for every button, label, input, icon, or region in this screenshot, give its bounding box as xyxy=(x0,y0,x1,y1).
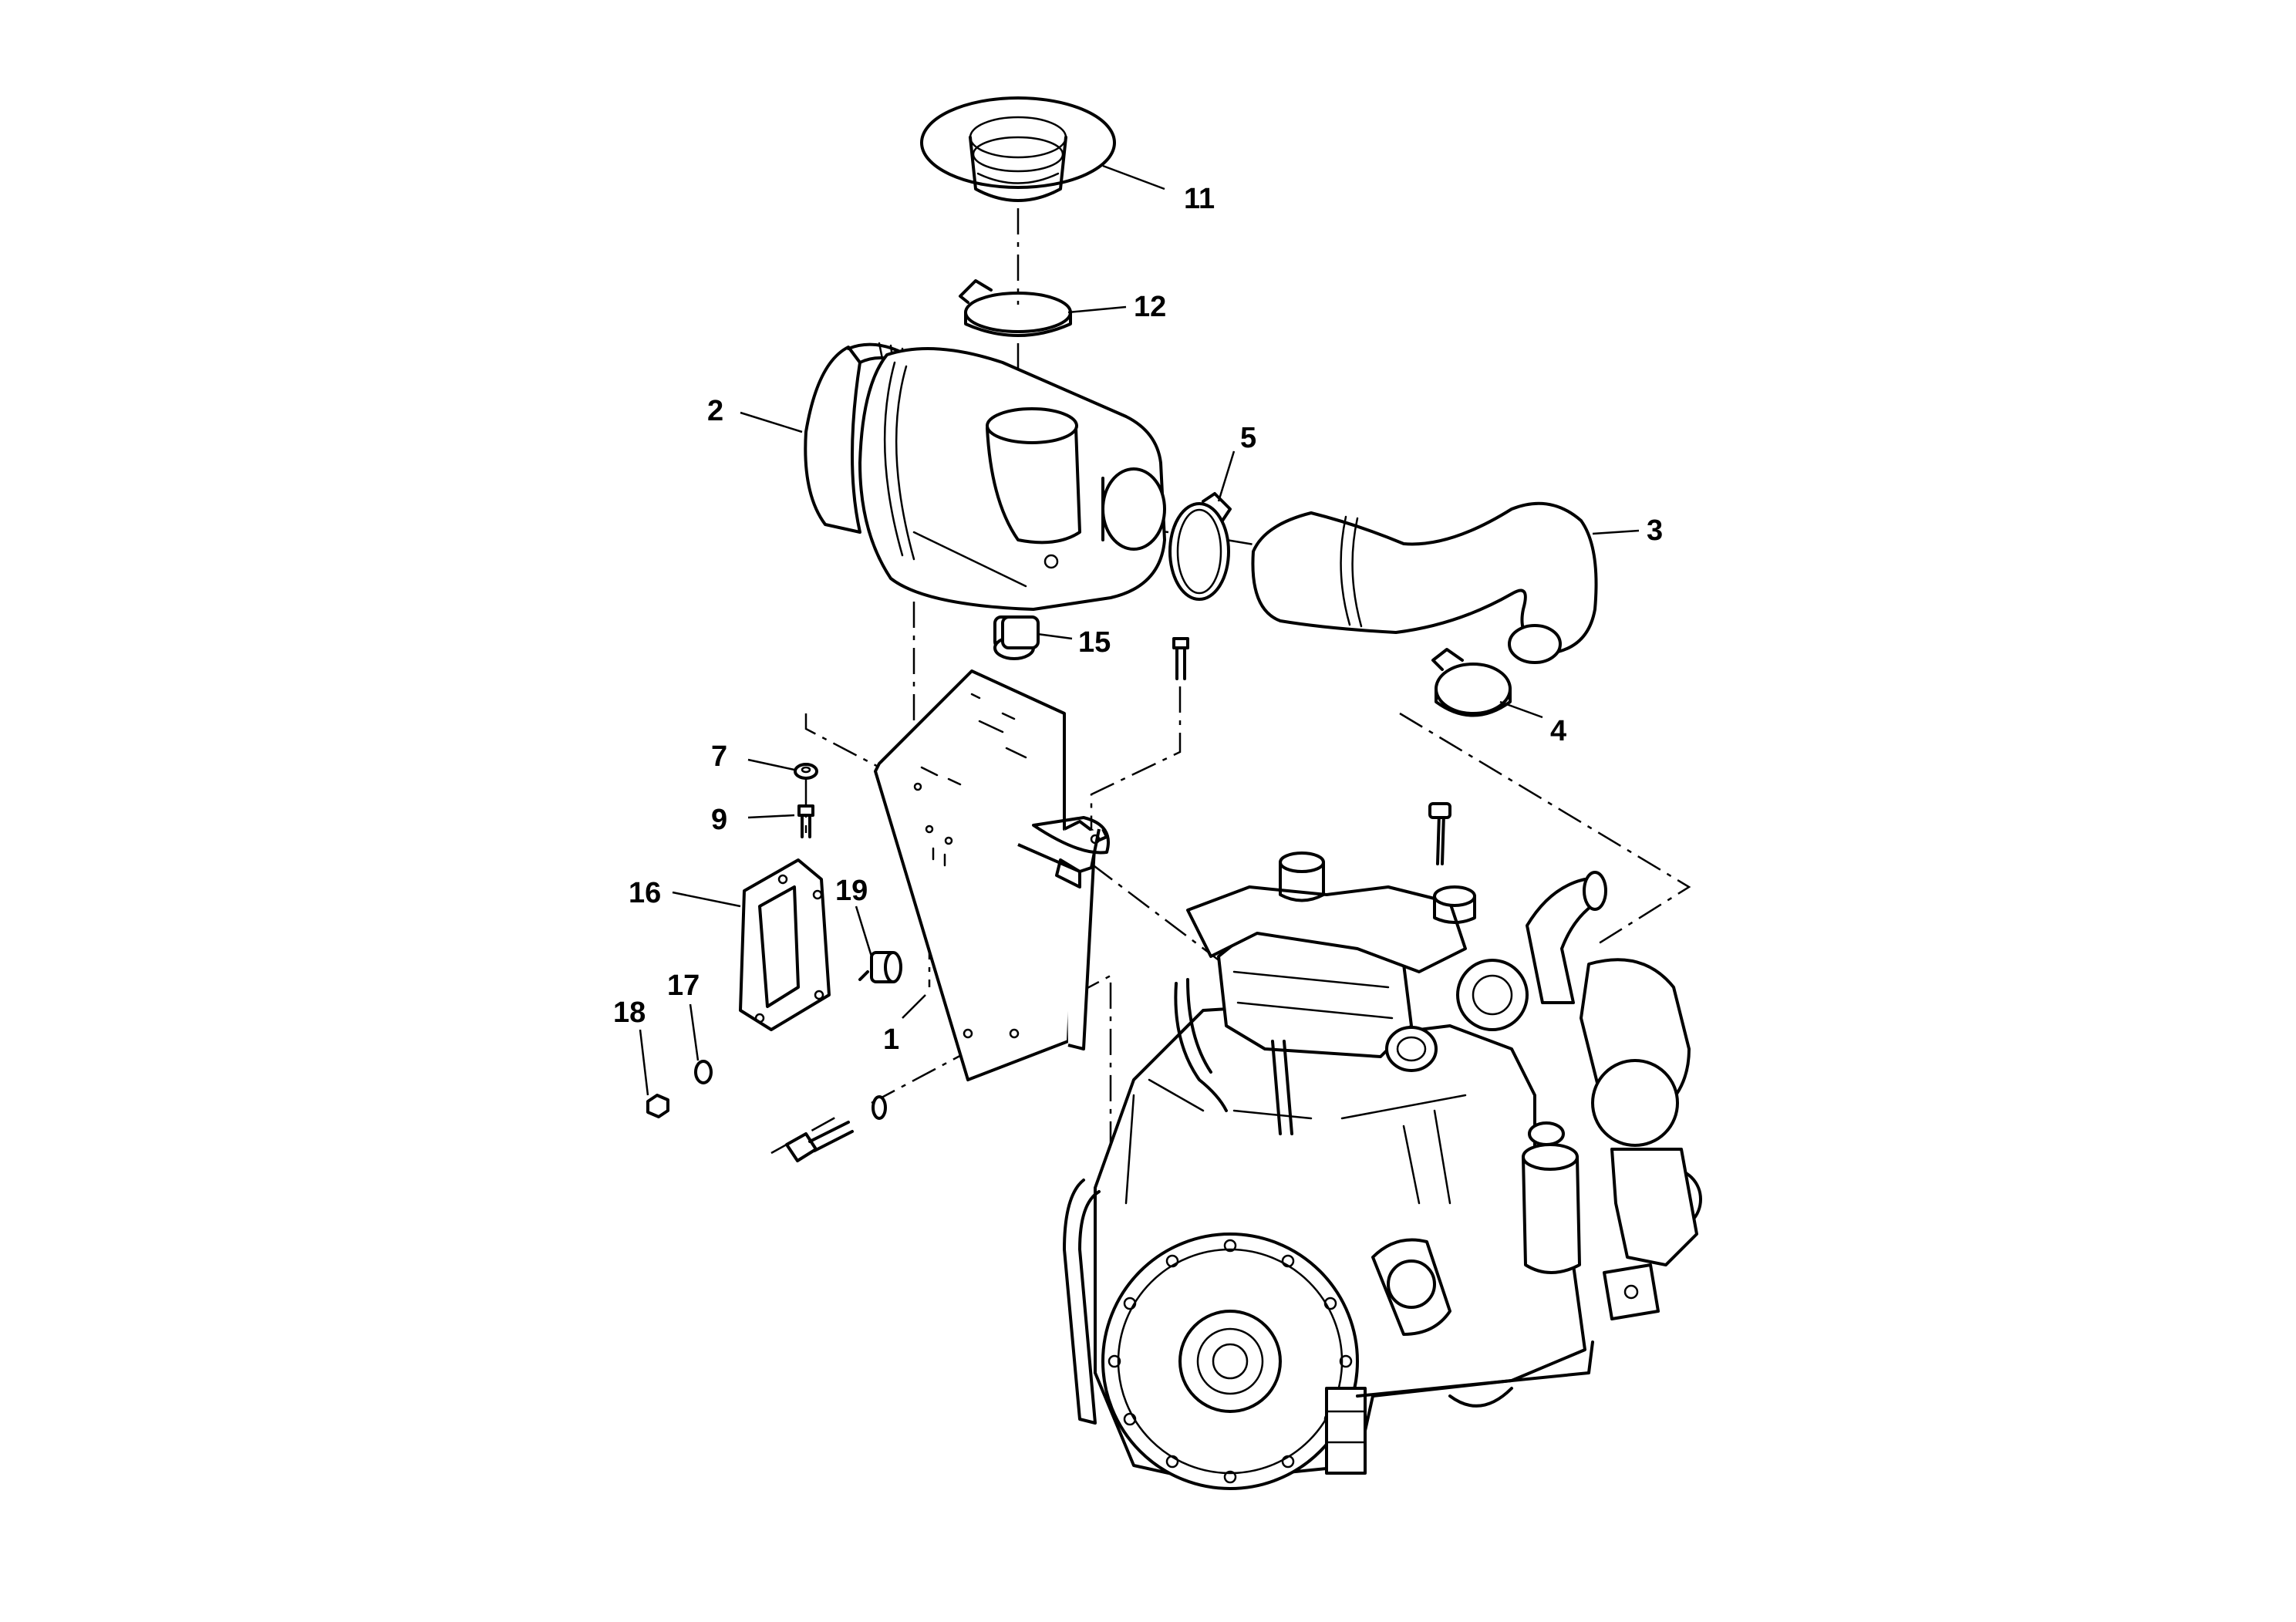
leader-1 xyxy=(902,994,926,1019)
callout-5: 5 xyxy=(1240,422,1256,454)
leader-12 xyxy=(1067,305,1127,314)
bolt-9 xyxy=(797,804,814,838)
air-cleaner-housing xyxy=(804,342,1166,660)
callout-labels: 11 12 2 5 3 4 15 7 9 16 19 1 17 18 xyxy=(613,183,1663,1056)
drain-valve xyxy=(1001,615,1040,649)
leader-16 xyxy=(672,891,741,908)
callout-4: 4 xyxy=(1550,715,1566,747)
leader-15 xyxy=(1037,632,1073,640)
top-hose-clamp xyxy=(959,279,1072,337)
intake-cap xyxy=(920,96,1116,202)
hose-end-clamp xyxy=(1431,648,1512,717)
gasket-plate xyxy=(739,858,831,1031)
rubber-spacer xyxy=(858,951,902,983)
callout-3: 3 xyxy=(1647,514,1663,547)
callout-12: 12 xyxy=(1134,291,1166,323)
callout-2: 2 xyxy=(707,395,723,427)
leader-18 xyxy=(639,1029,649,1096)
callout-7: 7 xyxy=(711,740,727,773)
leader-17 xyxy=(689,1003,700,1061)
callout-18: 18 xyxy=(613,996,646,1029)
leader-2 xyxy=(740,411,803,433)
washer-17 xyxy=(694,1060,713,1084)
leader-4 xyxy=(1499,700,1543,719)
leader-9 xyxy=(747,814,795,819)
housing-outlet-clamp xyxy=(1168,492,1232,601)
leader-3 xyxy=(1592,529,1640,535)
flywheel-bolts xyxy=(1108,1239,1353,1484)
leader-7 xyxy=(747,758,795,771)
bracket-screw xyxy=(1172,637,1189,680)
callout-leaders xyxy=(639,164,1640,1096)
callout-19: 19 xyxy=(835,875,868,907)
callout-9: 9 xyxy=(711,804,727,836)
leader-5 xyxy=(1217,450,1236,502)
callout-1: 1 xyxy=(883,1023,899,1056)
intake-hose xyxy=(1251,501,1598,664)
callout-16: 16 xyxy=(629,877,661,909)
callout-15: 15 xyxy=(1078,626,1111,659)
callout-17: 17 xyxy=(667,969,700,1002)
callout-11: 11 xyxy=(1184,183,1215,215)
lower-bolt xyxy=(785,1095,887,1162)
washer-7 xyxy=(794,763,818,780)
leader-19 xyxy=(855,905,873,957)
leader-11 xyxy=(1102,164,1165,191)
mounting-bracket xyxy=(874,669,1110,1081)
engine-assembly xyxy=(1063,802,1702,1490)
nut-18 xyxy=(646,1094,669,1118)
